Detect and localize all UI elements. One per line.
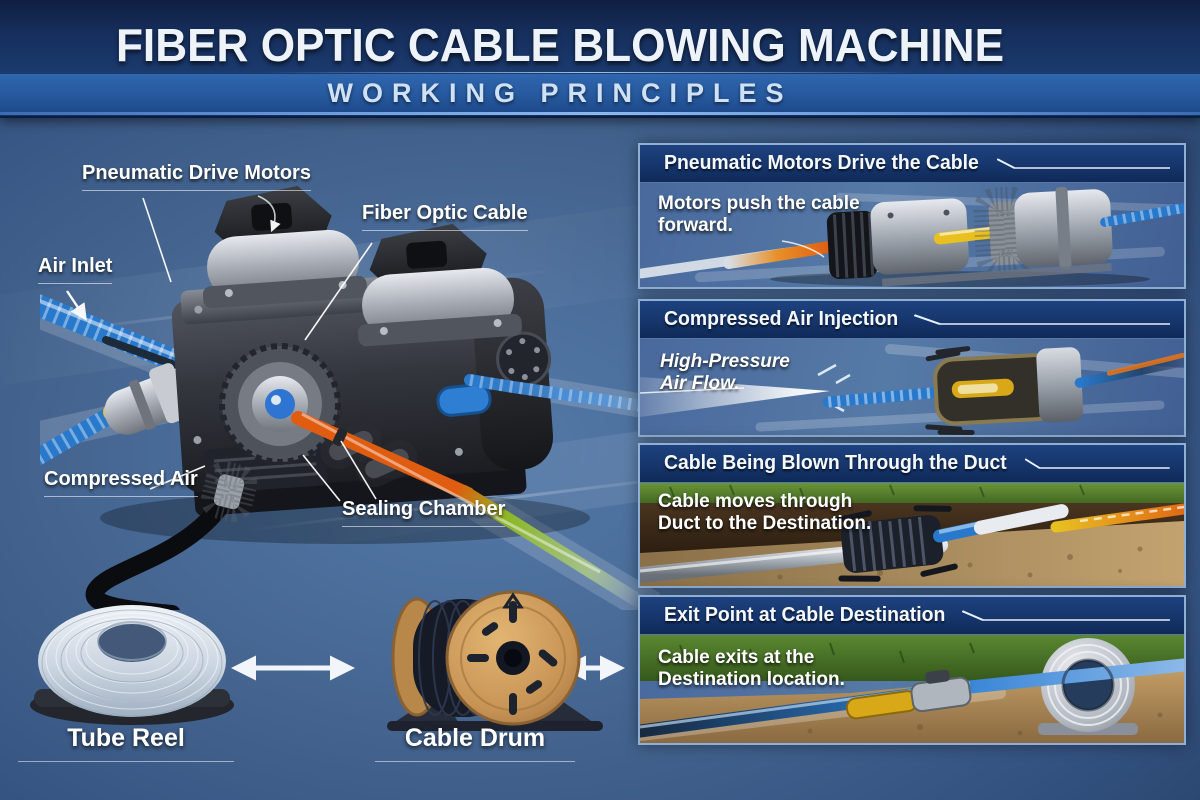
drive-hub [219, 343, 341, 465]
label-tube-reel: Tube Reel [18, 724, 234, 762]
banner-bottom-shadow [0, 116, 1200, 118]
banner-inner: FIBER OPTIC CABLE BLOWING MACHINE [0, 0, 1120, 118]
header-tick-line [913, 313, 1170, 325]
panel-2-title: Compressed Air Injection [664, 308, 899, 330]
label-compressed-air: Compressed Air [44, 468, 198, 497]
fiber-cable-exit [291, 411, 647, 609]
panel-exit-point: Exit Point at Cable Destination [638, 595, 1186, 745]
title-banner: FIBER OPTIC CABLE BLOWING MACHINE WORKIN… [0, 0, 1200, 118]
banner-bottom-highlight [0, 112, 1200, 115]
pneumatic-motor-right [357, 223, 522, 347]
label-air-inlet: Air Inlet [38, 255, 113, 284]
label-fiber-optic-cable: Fiber Optic Cable [362, 202, 528, 231]
subtitle: WORKING PRINCIPLES [327, 78, 793, 108]
blowing-machine-illustration [40, 185, 660, 610]
panel-2-caption-leader [640, 387, 745, 394]
panel-3-header: Cable Being Blown Through the Duct [640, 445, 1184, 483]
panel-pneumatic-motors: Pneumatic Motors Drive the Cable [638, 143, 1186, 289]
panel-4-caption: Cable exits at the Destination location. [658, 647, 845, 691]
tube-reel-illustration [30, 605, 234, 725]
panel-4-body: Cable exits at the Destination location. [640, 635, 1184, 743]
panel-duct-blowing: Cable Being Blown Through the Duct [638, 443, 1186, 588]
panel-1-body: Motors push the cable forward. [640, 183, 1184, 287]
panel-1-caption-leader [781, 240, 825, 258]
header-tick-line [1025, 457, 1170, 469]
panel-1-caption: Motors push the cable forward. [658, 193, 860, 237]
label-sealing-chamber: Sealing Chamber [342, 498, 506, 527]
header-tick-line [996, 157, 1170, 169]
panel-4-header: Exit Point at Cable Destination [640, 597, 1184, 635]
panel-1-illustration [640, 186, 1184, 287]
panel-2-body: High-Pressure Air Flow. [640, 339, 1184, 435]
panel-3-caption: Cable moves through Duct to the Destinat… [658, 491, 872, 535]
panel-2-header: Compressed Air Injection [640, 301, 1184, 339]
label-cable-drum: Cable Drum [375, 724, 575, 762]
panel-4-title: Exit Point at Cable Destination [664, 604, 946, 626]
header-tick-line [962, 609, 1170, 621]
panel-2-illustration [640, 344, 1184, 435]
panel-1-title: Pneumatic Motors Drive the Cable [664, 152, 979, 174]
label-pneumatic-drive-motors: Pneumatic Drive Motors [82, 162, 311, 191]
panel-3-body: Cable moves through Duct to the Destinat… [640, 483, 1184, 586]
subtitle-band [0, 74, 1200, 112]
cable-drum-illustration [387, 590, 603, 731]
pneumatic-motor-left [202, 185, 367, 309]
panel-4-illustration [640, 635, 1184, 743]
panel-1-header: Pneumatic Motors Drive the Cable [640, 145, 1184, 183]
panel-3-title: Cable Being Blown Through the Duct [664, 452, 1007, 474]
panel-3-illustration [640, 483, 1184, 586]
panel-air-injection: Compressed Air Injection [638, 299, 1186, 437]
machine-blue-handle [436, 383, 492, 417]
main-title: FIBER OPTIC CABLE BLOWING MACHINE [115, 19, 1005, 71]
blue-cable-right [464, 374, 660, 414]
title-divider [260, 72, 920, 73]
